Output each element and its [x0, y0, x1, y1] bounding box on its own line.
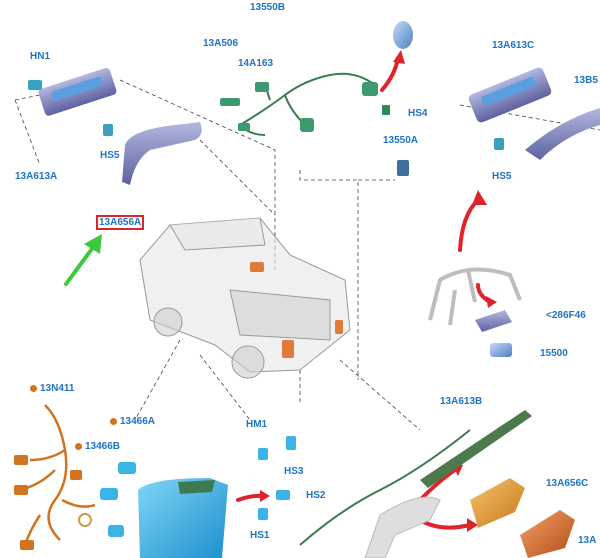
label-13550A[interactable]: 13550A [383, 135, 419, 146]
label-HS5-left[interactable]: HS5 [100, 150, 120, 161]
truck-lamps [250, 262, 343, 358]
label-13A656A-highlighted[interactable]: 13A656A [95, 215, 145, 230]
bulb-15500 [490, 343, 512, 357]
label-13A506[interactable]: 13A506 [203, 38, 239, 49]
lamp-cover-13B5 [525, 108, 600, 160]
cover-13A656C [470, 478, 525, 528]
strip-wire [299, 429, 471, 546]
wiring-harness-13N411 [19, 404, 96, 546]
label-HS2[interactable]: HS2 [306, 490, 326, 501]
label-13550B[interactable]: 13550B [250, 2, 286, 13]
cover-red [520, 510, 575, 558]
high-mount-lamp-13A613B [420, 410, 532, 488]
label-HM1[interactable]: HM1 [246, 419, 268, 430]
lamp-cover-13A656A [122, 122, 202, 185]
label-14A163[interactable]: 14A163 [238, 58, 274, 69]
bulbs-13466 [100, 436, 296, 537]
tail-lamp-housing [138, 478, 228, 558]
label-15500[interactable]: 15500 [540, 348, 568, 359]
label-13A613A[interactable]: 13A613A [15, 171, 58, 182]
label-13A613B[interactable]: 13A613B [440, 396, 483, 407]
label-13A656C[interactable]: 13A656C [546, 478, 589, 489]
label-HS5-right[interactable]: HS5 [492, 171, 512, 182]
label-13A613C[interactable]: 13A613C [492, 40, 535, 51]
hs5-bulb-right [494, 138, 504, 150]
hs4-socket [382, 105, 390, 115]
grommet [78, 513, 92, 527]
label-HS4[interactable]: HS4 [408, 108, 428, 119]
label-13466B[interactable]: 13466B [75, 441, 120, 452]
arrow-heads [260, 50, 497, 532]
orange-connectors [14, 455, 82, 550]
bulb-top [393, 21, 413, 49]
bar-frame-bottom [364, 496, 441, 558]
label-286F46[interactable]: <286F46 [546, 310, 586, 321]
harness-connectors [220, 82, 378, 132]
high-mount-lamp-13A613C [468, 67, 552, 123]
sport-bar [428, 267, 522, 326]
hs5-bulb-left [103, 124, 113, 136]
truck-illustration [139, 217, 351, 379]
label-HN1[interactable]: HN1 [30, 51, 51, 62]
label-13A-partial[interactable]: 13A [578, 535, 597, 546]
label-13B5[interactable]: 13B5 [574, 75, 598, 86]
label-13466A[interactable]: 13466A [110, 416, 155, 427]
connector-13550A [397, 160, 409, 176]
label-13N411[interactable]: 13N411 [30, 383, 74, 394]
hn1-connector [28, 80, 42, 90]
high-mount-lamp-13A613A [38, 67, 117, 116]
green-arrow-icon [64, 234, 102, 286]
label-HS1[interactable]: HS1 [250, 530, 270, 541]
bar-lamp-286F46 [475, 310, 512, 332]
label-HS3[interactable]: HS3 [284, 466, 304, 477]
